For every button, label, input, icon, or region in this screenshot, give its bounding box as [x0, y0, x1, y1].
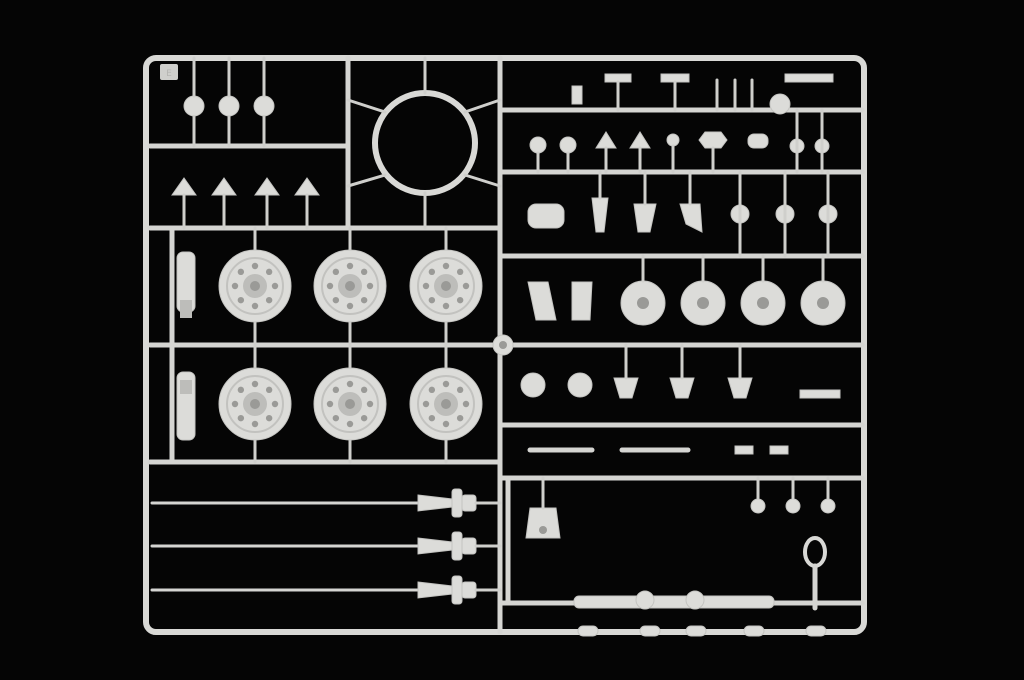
sprue-letter-tab [160, 64, 178, 80]
road-wheel [218, 226, 292, 346]
bracket-parts [171, 177, 320, 230]
gate [346, 173, 387, 188]
lower-right-parts [525, 445, 836, 611]
axle-part [150, 575, 502, 605]
road-wheel [313, 226, 387, 346]
knob-parts [183, 56, 275, 148]
frame-bumps [577, 625, 827, 637]
axle-part [150, 531, 502, 561]
small-parts-row-3 [527, 170, 838, 258]
axle-part [150, 488, 502, 518]
small-parts-row-2 [529, 108, 830, 174]
road-wheel [409, 344, 483, 464]
road-wheel [313, 344, 387, 464]
cup-parts [520, 343, 841, 399]
small-parts-row-1 [571, 73, 834, 115]
axle-parts [150, 488, 502, 605]
runner-hub-hole [499, 341, 507, 349]
gate [346, 98, 387, 114]
gate [463, 173, 502, 188]
gate [463, 98, 502, 114]
road-wheel [218, 344, 292, 464]
road-wheels [218, 226, 483, 464]
sprue-letter: E [166, 69, 172, 79]
road-wheel [409, 226, 483, 346]
idler-parts [527, 254, 846, 326]
shock-absorber-parts [176, 251, 196, 441]
